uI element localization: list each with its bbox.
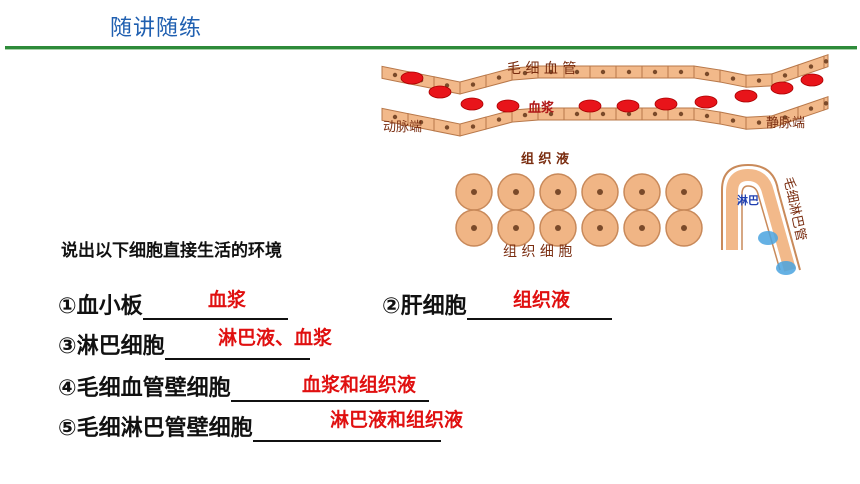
wall-cell-nucleus [823, 59, 829, 64]
wall-cell-nucleus [704, 71, 710, 77]
vein-end-label: 静脉端 [766, 116, 805, 131]
lymph-cell [776, 261, 796, 275]
answer-blank[interactable] [230, 374, 429, 402]
tissue-cell-nucleus [639, 189, 645, 195]
answer-text: 组织液 [513, 289, 571, 311]
red-blood-cell [734, 89, 758, 103]
wall-cell-nucleus [808, 64, 814, 69]
wall-cell-nucleus [392, 114, 398, 120]
wall-cell-nucleus [730, 76, 736, 81]
red-blood-cell [460, 97, 484, 111]
wall-cell-nucleus [823, 101, 829, 106]
red-blood-cell [400, 71, 424, 85]
wall-cell-nucleus [678, 111, 684, 117]
plasma-label: 血浆 [528, 100, 555, 116]
tissue-cell-nucleus [555, 225, 561, 231]
wall-cell-nucleus [782, 73, 788, 78]
red-blood-cell [694, 95, 718, 109]
capillary-lower-wall [381, 95, 829, 137]
wall-cell-nucleus [470, 82, 476, 87]
tissue-cell-nucleus [681, 225, 687, 231]
question-item-5: ⑤毛细淋巴管壁细胞 [58, 410, 441, 442]
red-blood-cell [770, 81, 794, 95]
question-item-3: ③淋巴细胞 [58, 328, 310, 360]
wall-cell-nucleus [522, 70, 528, 76]
tissue-fluid-label: 组 织 液 [521, 151, 569, 167]
wall-cell-nucleus [704, 113, 710, 119]
answer-text: 淋巴液和组织液 [330, 409, 464, 431]
answer-blank[interactable] [466, 292, 612, 320]
answer-text: 淋巴液、血浆 [218, 327, 333, 349]
wall-cell-nucleus [496, 117, 502, 122]
wall-cell-nucleus [756, 78, 762, 83]
question-item-1: ①血小板 [58, 288, 288, 320]
wall-cell-nucleus [756, 120, 762, 125]
wall-cell-nucleus [522, 112, 528, 118]
question-item-label: ③淋巴细胞 [58, 334, 165, 359]
answer-blank[interactable] [142, 292, 288, 320]
wall-cell-nucleus [470, 124, 476, 129]
wall-cell-nucleus [626, 111, 632, 117]
question-item-label: ④毛细血管壁细胞 [58, 376, 231, 401]
artery-end-label: 动脉端 [383, 120, 422, 135]
wall-cell-nucleus [574, 69, 580, 75]
answer-blank[interactable] [252, 414, 441, 442]
wall-cell-nucleus [444, 125, 450, 130]
lymph-capillary-outer [721, 163, 801, 271]
wall-cell-nucleus [574, 111, 580, 117]
question-item-4: ④毛细血管壁细胞 [58, 370, 429, 402]
tissue-cells [455, 173, 703, 247]
wall-cell-nucleus [730, 118, 736, 123]
wall-cell-nucleus [600, 111, 606, 117]
tissue-cell-nucleus [513, 225, 519, 231]
page-title: 随讲随练 [110, 16, 203, 41]
wall-cell-nucleus [652, 111, 658, 117]
red-blood-cells [400, 71, 824, 113]
question-prompt: 说出以下细胞直接生活的环境 [55, 233, 393, 269]
wall-cell-nucleus [808, 106, 814, 111]
question-item-2: ②肝细胞 [382, 288, 612, 320]
question-item-label: ⑤毛细淋巴管壁细胞 [58, 416, 253, 441]
red-blood-cell [496, 99, 520, 113]
lymph-cell [758, 231, 778, 245]
wall-cell-nucleus [678, 69, 684, 75]
tissue-cell-nucleus [471, 225, 477, 231]
wall-cell-nucleus [418, 120, 424, 125]
wall-cell-nucleus [392, 72, 398, 78]
lymph-capillary-wall [726, 168, 796, 272]
answer-text: 血浆和组织液 [302, 374, 417, 396]
wall-cell-nucleus [548, 111, 554, 117]
capillary-label: 毛 细 血 管 [507, 61, 576, 77]
red-blood-cell [800, 73, 824, 87]
lymph-capillary-inner [741, 185, 781, 271]
wall-cell-nucleus [600, 69, 606, 75]
answer-blank[interactable] [164, 332, 310, 360]
tissue-cell-nucleus [555, 189, 561, 195]
wall-cell-nucleus [496, 75, 502, 80]
red-blood-cell [578, 99, 602, 113]
lymph-label: 淋巴 [737, 193, 759, 207]
tissue-cell-nucleus [597, 189, 603, 195]
question-item-label: ②肝细胞 [382, 294, 467, 319]
tissue-cell-nucleus [681, 189, 687, 195]
tissue-cell-nucleus [513, 189, 519, 195]
red-blood-cell [654, 97, 678, 111]
wall-cell-nucleus [548, 69, 554, 75]
wall-cell-nucleus [626, 69, 632, 75]
question-item-label: ①血小板 [58, 294, 143, 319]
wall-cell-nucleus [652, 69, 658, 75]
tissue-cell-nucleus [639, 225, 645, 231]
header-divider [5, 46, 857, 49]
red-blood-cell [428, 85, 452, 99]
tissue-cell-label: 组 织 细 胞 [503, 244, 572, 260]
header-divider-light [5, 49, 857, 50]
wall-cell-nucleus [782, 115, 788, 120]
tissue-cell-nucleus [597, 225, 603, 231]
tissue-cell-nucleus [471, 189, 477, 195]
red-blood-cell [616, 99, 640, 113]
answer-text: 血浆 [208, 289, 247, 311]
